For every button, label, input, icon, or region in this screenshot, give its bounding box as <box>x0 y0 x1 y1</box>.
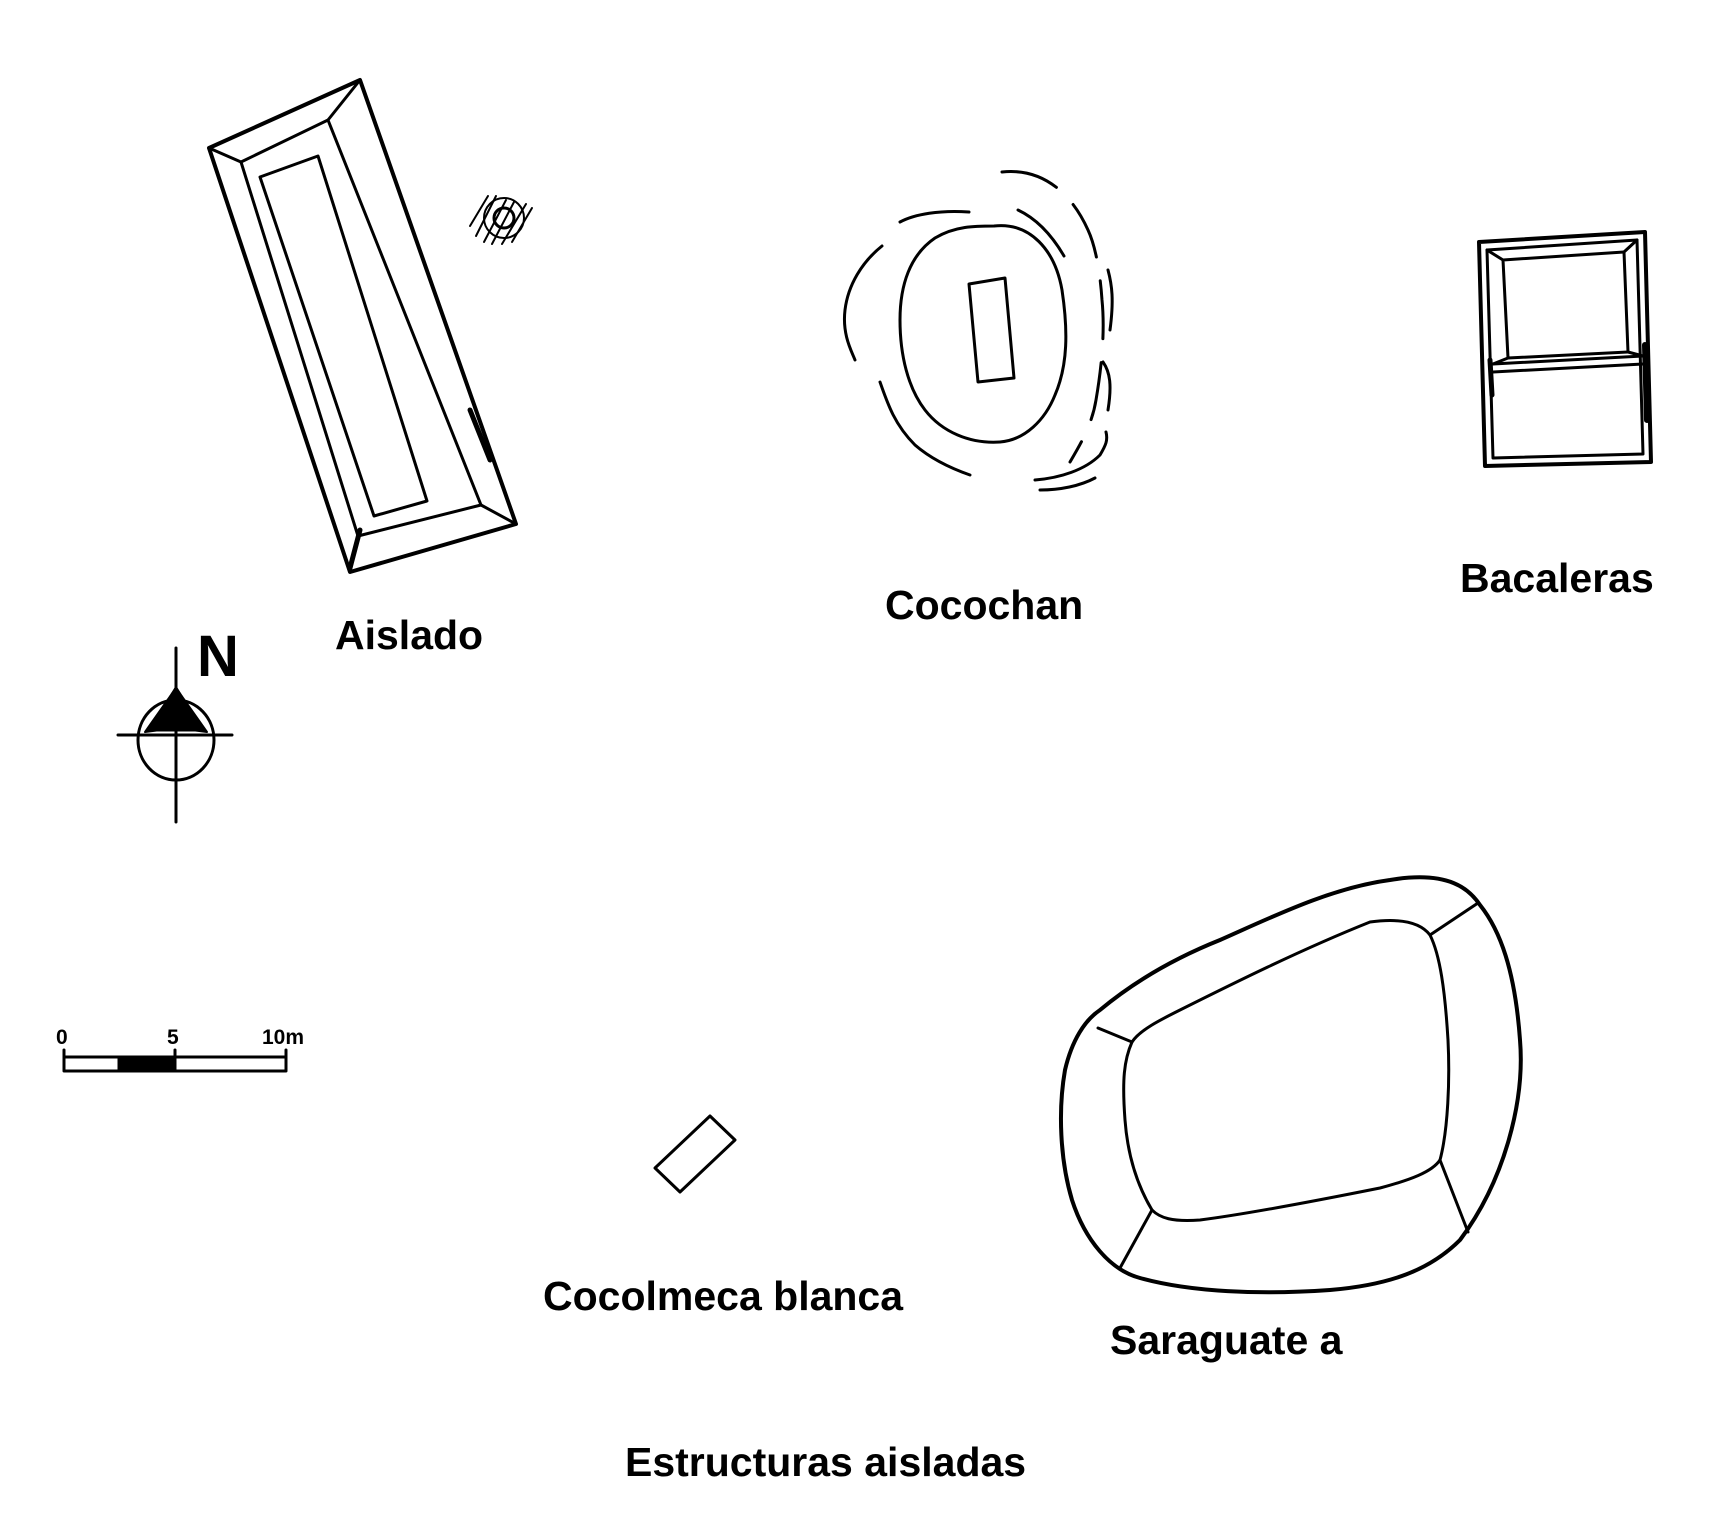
map-title: Estructuras aisladas <box>625 1439 1027 1485</box>
aislado-platform-icon <box>207 78 518 574</box>
saraguate-platform-icon <box>1059 875 1523 1295</box>
scale-tick-5: 5 <box>167 1026 179 1049</box>
scale-bar-icon <box>62 1048 288 1073</box>
structure-label-saraguate: Saraguate a <box>1110 1317 1343 1363</box>
structure-label-aislado: Aislado <box>335 612 484 658</box>
structure-label-cocolmeca: Cocolmeca blanca <box>543 1273 904 1319</box>
structure-label-bacaleras: Bacaleras <box>1460 555 1654 601</box>
scale-tick-0: 0 <box>56 1026 68 1049</box>
structure-label-cocochan: Cocochan <box>885 582 1084 628</box>
north-arrow-icon <box>116 646 234 824</box>
north-letter: N <box>197 624 239 689</box>
circular-feature-icon <box>469 195 533 245</box>
cocochan-mound-icon <box>842 170 1114 492</box>
cocolmeca-rectangle-icon <box>653 1114 737 1194</box>
bacaleras-platform-icon <box>1477 230 1653 468</box>
scale-tick-10m: 10m <box>262 1026 305 1049</box>
